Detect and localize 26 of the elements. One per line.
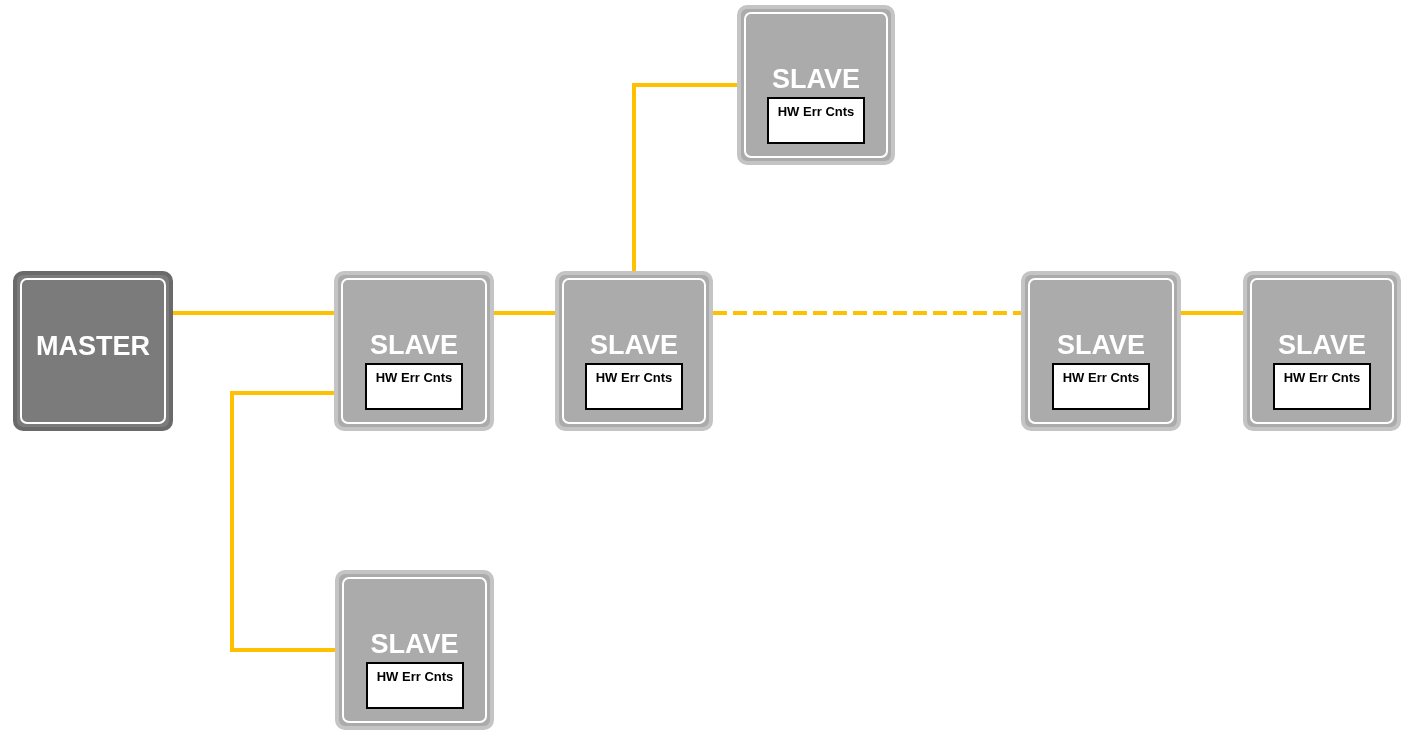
slave-device-box [1021,271,1181,431]
counter-box: HW Err Cnts [767,97,865,144]
device-label: SLAVE [1056,330,1146,361]
slave-device-box [555,271,713,431]
device-label: SLAVE [369,629,460,660]
connector-line [1181,311,1243,315]
counter-box: HW Err Cnts [1052,363,1150,410]
slave-device-box [334,271,494,431]
device-label: SLAVE [369,330,459,361]
dashed-connector-line [713,311,1021,315]
device-label: SLAVE [771,64,861,95]
device-label: MASTER [35,331,151,362]
slave-device-box [737,5,895,165]
connector-line [230,391,335,652]
slave-device-box [335,570,494,730]
counter-box: HW Err Cnts [365,363,463,410]
counter-box: HW Err Cnts [585,363,683,410]
device-label: SLAVE [1277,330,1367,361]
connector-line [632,83,737,271]
connector-line [494,311,555,315]
connector-line [173,311,334,315]
device-label: SLAVE [589,330,679,361]
counter-box: HW Err Cnts [366,662,464,709]
master-device-box [13,271,173,431]
counter-box: HW Err Cnts [1273,363,1371,410]
slave-device-box [1243,271,1401,431]
